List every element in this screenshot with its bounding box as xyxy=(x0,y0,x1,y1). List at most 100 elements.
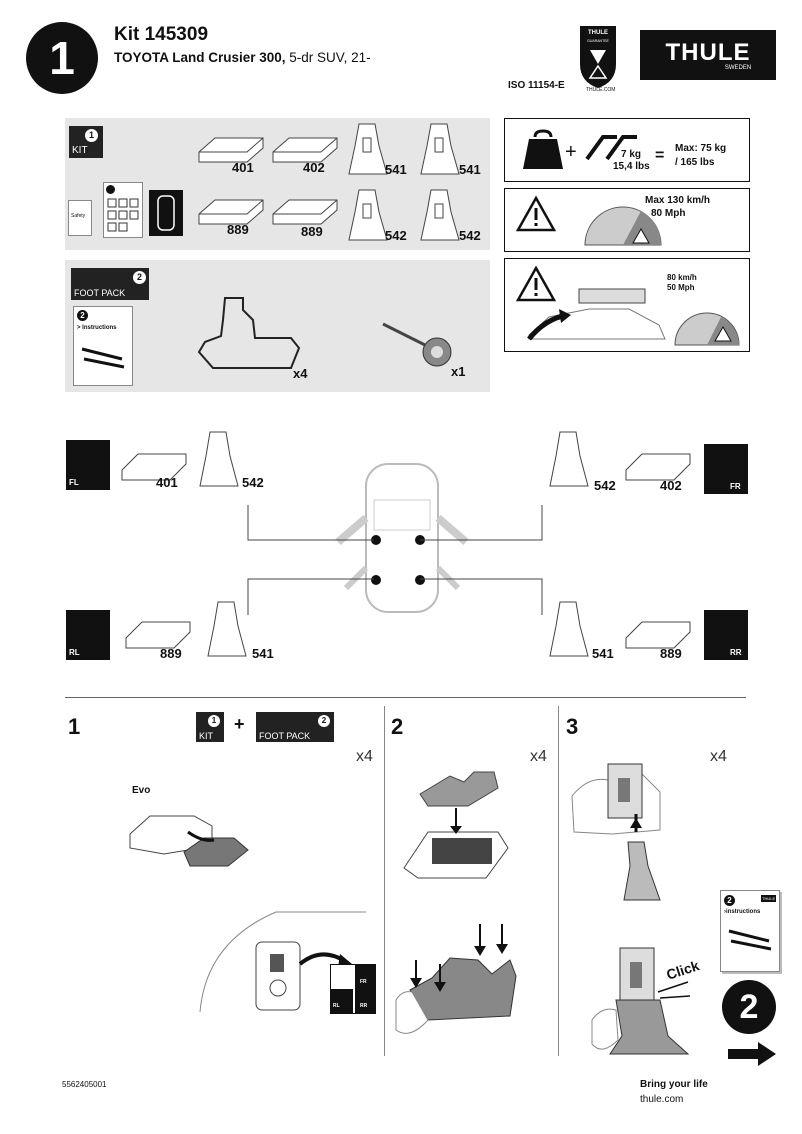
guarantee-shield-icon: THULE GUARANTEE xyxy=(580,26,616,88)
foot-pack-badge-label: FOOT PACK xyxy=(74,288,126,298)
bracket-542-icon xyxy=(348,189,388,241)
foot-qty: x4 xyxy=(293,366,308,381)
step-2-number: 2 xyxy=(391,714,404,739)
rr-bracket-icon xyxy=(549,601,589,657)
car-topview-card xyxy=(149,190,183,236)
next-page-number: 2 xyxy=(739,987,759,1026)
mini-fr-label: FR xyxy=(360,979,367,985)
step-2-press-icon xyxy=(395,924,517,1034)
step-1-foot-number: 2 xyxy=(318,715,330,727)
part-889-label-a: 889 xyxy=(227,222,249,237)
rr-bracket-label: 541 xyxy=(592,646,614,661)
rl-pad-label: 889 xyxy=(160,646,182,661)
shield-guarantee: GUARANTEE xyxy=(587,39,609,43)
roofbar-icon xyxy=(81,347,125,369)
next-booklet-roofbar-icon xyxy=(728,929,772,951)
step-1-mini-diagram: FR RL RR xyxy=(330,964,376,1014)
fl-pad-icon xyxy=(121,453,187,481)
part-402-label: 402 xyxy=(303,160,325,175)
corner-fr-label: FR xyxy=(730,482,741,491)
shield-url: THULE.COM xyxy=(586,87,616,93)
next-page-badge[interactable]: 2 xyxy=(722,980,776,1034)
pad-401-icon xyxy=(198,137,264,163)
step-3-number: 3 xyxy=(566,714,579,739)
corner-fr-card: FR xyxy=(704,444,748,494)
rl-pad-icon xyxy=(125,621,191,649)
bar-weight-kg: 7 kg xyxy=(621,149,642,160)
position-leader-lines xyxy=(247,505,543,615)
load-limit-panel: + 7 kg 15,4 lbs = Max: 75 kg / 165 lbs xyxy=(504,118,750,182)
rl-bracket-label: 541 xyxy=(252,646,274,661)
next-booklet-brand: THULE xyxy=(761,895,777,902)
corner-fl-label: FL xyxy=(69,478,79,487)
instructions-label: > Instructions xyxy=(77,325,117,331)
step-1-foot-badge: 2 FOOT PACK xyxy=(256,712,334,742)
vehicle-model: TOYOTA Land Crusier 300, xyxy=(114,50,286,65)
page-number: 1 xyxy=(49,32,75,84)
step-1-number: 1 xyxy=(68,714,81,739)
weight-icon xyxy=(523,129,563,169)
fl-bracket-icon xyxy=(199,431,239,487)
step-1-kit-badge: 1 KIT xyxy=(196,712,224,742)
kit-title: Kit 145309 xyxy=(114,24,209,45)
instruction-sheet xyxy=(103,182,143,238)
speedometer-icon-2 xyxy=(674,312,740,346)
corner-fl-card: FL xyxy=(66,440,110,490)
rr-pad-label: 889 xyxy=(660,646,682,661)
step-1-car-mount-icon xyxy=(199,911,366,1013)
next-arrow-icon[interactable] xyxy=(726,1040,778,1068)
corner-rr-card: RR xyxy=(704,610,748,660)
next-booklet-label: ›instructions xyxy=(724,909,761,915)
evo-label: Evo xyxy=(132,785,151,796)
footer-site[interactable]: thule.com xyxy=(640,1094,684,1105)
step-2-pad-insert-icon xyxy=(403,771,509,879)
step-divider-1 xyxy=(384,706,385,1056)
step-1-foot-label: FOOT PACK xyxy=(259,731,311,741)
kit-badge: 1 KIT xyxy=(69,126,103,158)
part-541-label-b: 541 xyxy=(459,162,481,177)
tool-qty: x1 xyxy=(451,364,466,379)
thule-logo: THULE SWEDEN xyxy=(640,30,776,80)
pad-889b-icon xyxy=(272,199,338,225)
bracket-542b-icon xyxy=(420,189,460,241)
fr-pad-label: 402 xyxy=(660,478,682,493)
bracket-541-icon xyxy=(348,123,388,175)
equals-sign: = xyxy=(655,147,665,164)
corner-rl-label: RL xyxy=(69,648,80,657)
plus-sign: + xyxy=(565,141,577,163)
corner-rr-label: RR xyxy=(730,648,742,657)
part-541-label-a: 541 xyxy=(385,162,407,177)
footer-slogan: Bring your life xyxy=(640,1079,708,1090)
part-889-label-b: 889 xyxy=(301,224,323,239)
logo-sub: SWEDEN xyxy=(724,65,752,71)
evo-foot-assembly-icon xyxy=(129,815,249,867)
mini-rl-card: RL xyxy=(331,989,353,1013)
mini-rr-label: RR xyxy=(360,1003,368,1009)
page-number-badge: 1 xyxy=(26,22,98,94)
mini-fr-card: FR xyxy=(355,965,375,989)
step-1-kit-label: KIT xyxy=(199,731,214,741)
step-2-qty: x4 xyxy=(530,748,547,765)
rr-pad-icon xyxy=(625,621,691,649)
shield-brand: THULE xyxy=(588,30,608,36)
vehicle-details: 5-dr SUV, 21- xyxy=(285,50,371,65)
max-speed-mph: 80 Mph xyxy=(651,208,686,219)
bracket-541b-icon xyxy=(420,123,460,175)
torque-tool-icon xyxy=(382,322,452,367)
instructions-number: 2 xyxy=(77,310,88,321)
foot-pad-outline-icon xyxy=(197,297,301,369)
vehicle-line: TOYOTA Land Crusier 300, 5-dr SUV, 21- xyxy=(114,50,371,65)
fr-pad-icon xyxy=(625,453,691,481)
max-speed-kmh: Max 130 km/h xyxy=(645,195,711,206)
corner-rl-card: RL xyxy=(66,610,110,660)
step-1-kit-number: 1 xyxy=(208,715,220,727)
mini-rr-card: RR xyxy=(355,989,375,1013)
next-booklet-number: 2 xyxy=(724,895,735,906)
step-1-qty: x4 xyxy=(356,748,373,765)
max-load-kg: Max: 75 kg xyxy=(675,143,727,154)
rl-bracket-icon xyxy=(207,601,247,657)
fl-pad-label: 401 xyxy=(156,475,178,490)
document-code: 5562405001 xyxy=(62,1080,107,1089)
step-3-bracket-attach-icon xyxy=(571,763,661,901)
step-divider-2 xyxy=(558,706,559,1056)
